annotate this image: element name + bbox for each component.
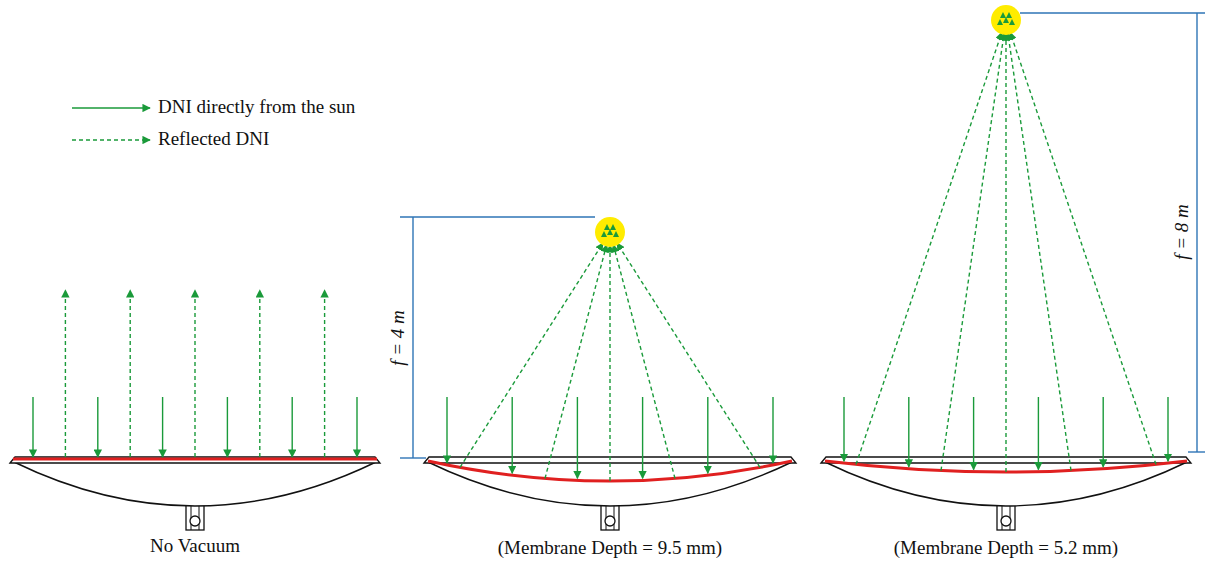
pivot-circle — [190, 516, 200, 526]
direct-dni-arrow — [1167, 397, 1168, 461]
direct-dni-arrow — [32, 397, 33, 457]
dimension-line — [1020, 12, 1205, 13]
dimension-line — [1188, 451, 1205, 452]
direct-dni-arrow — [292, 397, 293, 457]
dish-caption: (Membrane Depth = 5.2 mm) — [894, 538, 1118, 559]
reflected-dni-arrow — [613, 245, 675, 479]
legend-text: Reflected DNI — [158, 129, 269, 150]
reflected-dni-arrow — [1008, 33, 1071, 471]
pivot-circle — [605, 516, 615, 526]
focal-sun — [991, 5, 1021, 35]
reflected-dni-arrow — [460, 243, 603, 467]
reflected-dni-arrow — [545, 245, 607, 479]
reflected-dni-arrow — [65, 290, 66, 457]
direct-dni-arrow — [1102, 397, 1103, 467]
direct-dni-arrow — [512, 397, 513, 473]
dish-concentrator — [424, 457, 796, 530]
dish-concentrator — [821, 457, 1191, 530]
legend-sample-solid — [72, 107, 150, 108]
direct-dni-arrow — [707, 397, 708, 473]
direct-dni-arrow — [908, 397, 909, 467]
legend-sample-dashed — [72, 139, 150, 140]
direct-dni-arrow — [1038, 397, 1039, 470]
dish-bowl — [14, 462, 376, 506]
focal-length: f = 8 m — [1172, 204, 1193, 260]
direct-dni-arrow — [97, 397, 98, 457]
reflected-dni-arrow — [259, 290, 260, 457]
dish-caption: No Vacuum — [150, 536, 240, 557]
direct-dni-arrow — [973, 397, 974, 470]
dish-bowl — [428, 462, 792, 506]
direct-dni-arrow — [843, 397, 844, 461]
direct-dni-arrow — [772, 397, 773, 463]
direct-dni-arrow — [162, 397, 163, 457]
reflected-dni-arrow — [1005, 33, 1006, 472]
direct-dni-arrow — [642, 397, 643, 478]
reflected-dni-arrow — [856, 32, 1002, 464]
reflected-dni-arrow — [617, 243, 760, 467]
dimension-line — [412, 217, 413, 458]
focal-length: f = 4 m — [388, 310, 409, 366]
dimension-line — [400, 457, 426, 458]
direct-dni-arrow — [446, 397, 447, 463]
legend-text: DNI directly from the sun — [158, 97, 355, 118]
reflective-membrane — [13, 458, 377, 461]
dish-concentrator — [10, 457, 380, 530]
direct-dni-arrow — [356, 397, 357, 457]
direct-dni-arrow — [577, 397, 578, 478]
reflected-dni-arrow — [129, 290, 130, 457]
reflected-dni-arrow — [1010, 32, 1156, 464]
reflected-dni-arrow — [324, 290, 325, 457]
reflected-dni-arrow — [941, 33, 1004, 471]
pivot-circle — [1001, 516, 1011, 526]
dish-caption: (Membrane Depth = 9.5 mm) — [498, 538, 722, 559]
dimension-line — [400, 216, 595, 217]
reflected-dni-arrow — [609, 245, 610, 481]
dish-rim — [10, 457, 380, 463]
dimension-line — [1196, 13, 1197, 452]
focal-sun — [595, 217, 625, 247]
reflected-dni-arrow — [194, 290, 195, 457]
direct-dni-arrow — [227, 397, 228, 457]
